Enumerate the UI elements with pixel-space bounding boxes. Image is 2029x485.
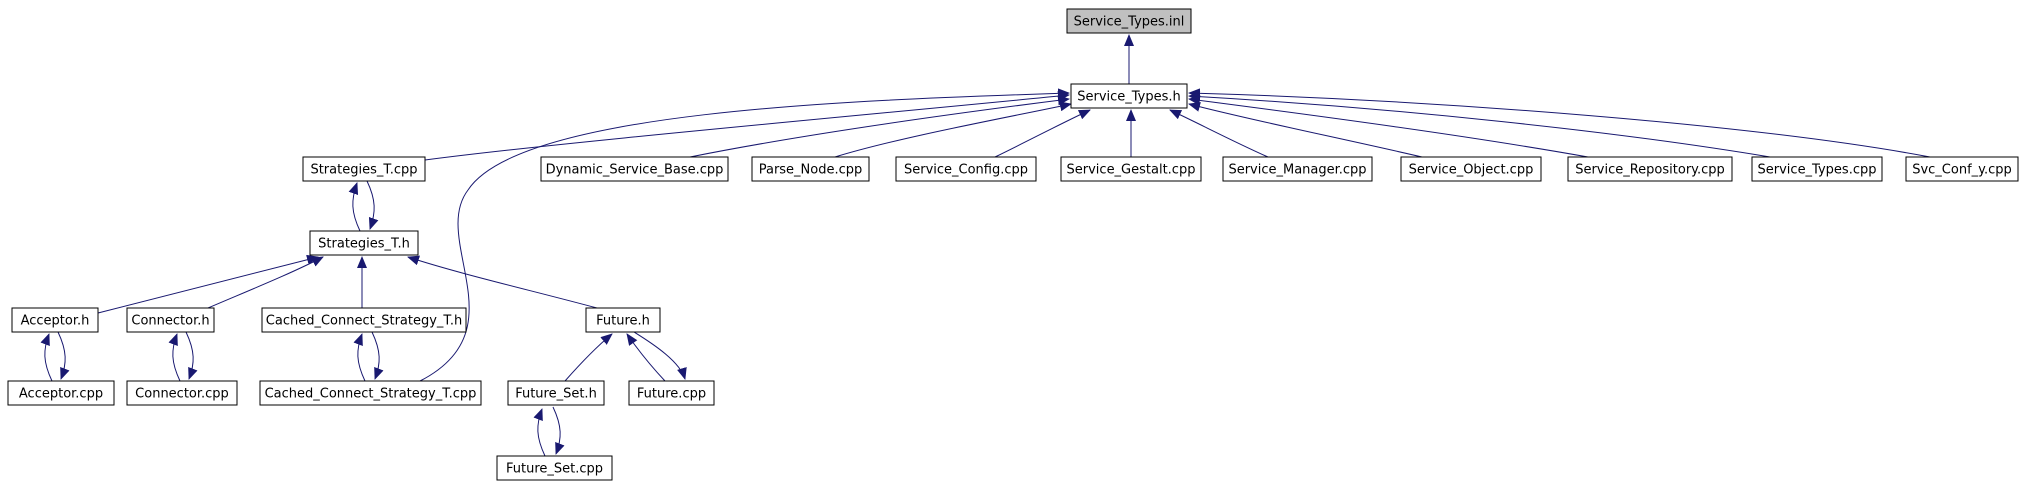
edge-connector_h-to-strategies_t_h bbox=[207, 256, 324, 309]
node-service_gestalt_cpp[interactable]: Service_Gestalt.cpp bbox=[1060, 156, 1202, 182]
edge-service_object_cpp-to-service_types_h bbox=[1188, 101, 1423, 158]
node-parse_node_cpp[interactable]: Parse_Node.cpp bbox=[751, 156, 870, 182]
node-service_repository_cpp[interactable]: Service_Repository.cpp bbox=[1567, 156, 1733, 182]
node-future_h[interactable]: Future.h bbox=[585, 307, 661, 333]
node-service_manager_cpp[interactable]: Service_Manager.cpp bbox=[1222, 156, 1373, 182]
node-svc_conf_y_cpp[interactable]: Svc_Conf_y.cpp bbox=[1905, 156, 2019, 182]
node-label: Strategies_T.h bbox=[318, 237, 410, 252]
node-label: Service_Repository.cpp bbox=[1575, 163, 1725, 178]
node-box bbox=[540, 156, 729, 182]
node-box bbox=[7, 380, 115, 406]
edge-connector_h-to-connector_cpp bbox=[185, 331, 198, 380]
node-service_types_cpp[interactable]: Service_Types.cpp bbox=[1751, 156, 1883, 182]
node-box bbox=[1905, 156, 2019, 182]
node-service_types_h[interactable]: Service_Types.h bbox=[1070, 83, 1188, 109]
node-box bbox=[507, 380, 605, 406]
node-label: Service_Object.cpp bbox=[1409, 163, 1534, 178]
node-label: Service_Types.h bbox=[1077, 90, 1181, 105]
edge-future_h-to-future_cpp bbox=[633, 331, 687, 380]
node-box bbox=[11, 307, 99, 333]
node-strategies_t_h[interactable]: Strategies_T.h bbox=[309, 230, 419, 256]
node-label: Future.cpp bbox=[637, 387, 706, 402]
node-label: Service_Gestalt.cpp bbox=[1067, 163, 1196, 178]
node-label: Future_Set.cpp bbox=[506, 462, 603, 477]
node-connector_cpp[interactable]: Connector.cpp bbox=[126, 380, 238, 406]
edge-acceptor_h-to-acceptor_cpp bbox=[57, 331, 70, 380]
node-label: Future_Set.h bbox=[515, 387, 597, 402]
edge-cached_connect_strategy_t_cpp-to-service_types_h bbox=[419, 88, 1070, 382]
node-label: Connector.cpp bbox=[135, 387, 229, 402]
node-label: Dynamic_Service_Base.cpp bbox=[546, 163, 724, 178]
node-service_config_cpp[interactable]: Service_Config.cpp bbox=[895, 156, 1037, 182]
node-box bbox=[309, 230, 419, 256]
node-box bbox=[628, 380, 715, 406]
graph-edges bbox=[40, 34, 1931, 457]
node-future_cpp[interactable]: Future.cpp bbox=[628, 380, 715, 406]
edge-cached_connect_strategy_t_cpp-to-cached_connect_strategy_t_h bbox=[353, 333, 366, 382]
node-future_set_h[interactable]: Future_Set.h bbox=[507, 380, 605, 406]
edge-service_manager_cpp-to-service_types_h bbox=[1169, 109, 1269, 158]
edge-acceptor_h-to-strategies_t_h bbox=[97, 254, 319, 314]
edge-future_set_cpp-to-future_set_h bbox=[533, 408, 546, 457]
node-box bbox=[1567, 156, 1733, 182]
edge-strategies_t_cpp-to-service_types_h bbox=[424, 91, 1070, 161]
node-label: Acceptor.cpp bbox=[19, 387, 103, 402]
node-box bbox=[126, 380, 238, 406]
node-box bbox=[895, 156, 1037, 182]
node-box bbox=[585, 307, 661, 333]
node-label: Strategies_T.cpp bbox=[310, 163, 417, 178]
node-box bbox=[751, 156, 870, 182]
node-box bbox=[1070, 83, 1188, 109]
node-label: Connector.h bbox=[131, 314, 209, 329]
node-box bbox=[1066, 8, 1192, 34]
edge-strategies_t_h-to-strategies_t_cpp bbox=[348, 182, 361, 232]
node-box bbox=[302, 156, 426, 182]
node-strategies_t_cpp[interactable]: Strategies_T.cpp bbox=[302, 156, 426, 182]
edge-future_h-to-strategies_t_h bbox=[407, 255, 598, 309]
node-box bbox=[259, 380, 482, 406]
edge-service_repository_cpp-to-service_types_h bbox=[1188, 95, 1589, 158]
node-acceptor_h[interactable]: Acceptor.h bbox=[11, 307, 99, 333]
edge-connector_cpp-to-connector_h bbox=[168, 333, 181, 382]
node-label: Future.h bbox=[596, 314, 650, 329]
node-connector_h[interactable]: Connector.h bbox=[126, 307, 215, 333]
node-box bbox=[1222, 156, 1373, 182]
edge-parse_node_cpp-to-service_types_h bbox=[834, 101, 1072, 158]
node-service_types_inl: Service_Types.inl bbox=[1066, 8, 1192, 34]
node-label: Service_Config.cpp bbox=[904, 163, 1028, 178]
node-future_set_cpp[interactable]: Future_Set.cpp bbox=[496, 455, 613, 481]
node-box bbox=[126, 307, 215, 333]
edge-strategies_t_cpp-to-strategies_t_h bbox=[366, 180, 379, 230]
edge-cached_connect_strategy_t_h-to-cached_connect_strategy_t_cpp bbox=[371, 331, 384, 380]
edge-service_types_cpp-to-service_types_h bbox=[1188, 91, 1771, 158]
node-box bbox=[261, 307, 467, 333]
node-box bbox=[1060, 156, 1202, 182]
node-cached_connect_strategy_t_h[interactable]: Cached_Connect_Strategy_T.h bbox=[261, 307, 467, 333]
edge-service_config_cpp-to-service_types_h bbox=[994, 109, 1091, 158]
node-acceptor_cpp[interactable]: Acceptor.cpp bbox=[7, 380, 115, 406]
node-label: Svc_Conf_y.cpp bbox=[1912, 163, 2012, 178]
edge-future_cpp-to-future_h bbox=[626, 333, 666, 382]
node-label: Service_Manager.cpp bbox=[1228, 163, 1366, 178]
node-label: Service_Types.inl bbox=[1074, 15, 1185, 30]
node-box bbox=[1400, 156, 1542, 182]
node-label: Parse_Node.cpp bbox=[759, 163, 863, 178]
edge-future_set_h-to-future_set_cpp bbox=[552, 406, 565, 455]
node-box bbox=[496, 455, 613, 481]
node-dynamic_service_base_cpp[interactable]: Dynamic_Service_Base.cpp bbox=[540, 156, 729, 182]
graph-nodes: Service_Types.inlService_Types.hStrategi… bbox=[7, 8, 2019, 481]
node-label: Service_Types.cpp bbox=[1758, 163, 1877, 178]
edge-acceptor_cpp-to-acceptor_h bbox=[40, 333, 53, 382]
node-label: Cached_Connect_Strategy_T.h bbox=[266, 314, 462, 329]
edge-svc_conf_y_cpp-to-service_types_h bbox=[1188, 88, 1931, 158]
node-cached_connect_strategy_t_cpp[interactable]: Cached_Connect_Strategy_T.cpp bbox=[259, 380, 482, 406]
node-label: Cached_Connect_Strategy_T.cpp bbox=[265, 387, 477, 402]
node-service_object_cpp[interactable]: Service_Object.cpp bbox=[1400, 156, 1542, 182]
node-label: Acceptor.h bbox=[21, 314, 90, 329]
edge-future_set_h-to-future_h bbox=[564, 333, 613, 382]
edge-dynamic_service_base_cpp-to-service_types_h bbox=[689, 95, 1070, 158]
node-box bbox=[1751, 156, 1883, 182]
